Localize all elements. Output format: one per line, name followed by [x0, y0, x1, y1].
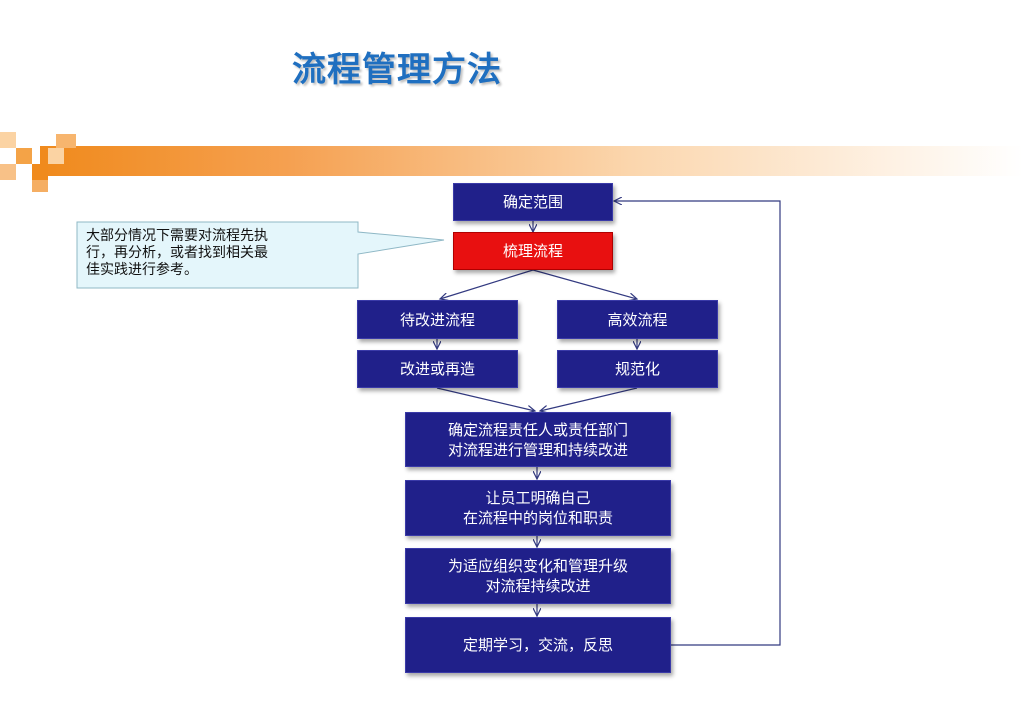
header-banner: [40, 146, 1023, 176]
node-efficient: 高效流程: [557, 300, 718, 339]
decor-square: [32, 164, 48, 180]
node-learn: 定期学习，交流，反思: [405, 617, 671, 673]
page-title: 流程管理方法: [292, 50, 502, 90]
node-scope: 确定范围: [453, 183, 613, 221]
decor-square: [56, 134, 76, 148]
node-adapt: 为适应组织变化和管理升级 对流程持续改进: [405, 548, 671, 604]
callout-bubble: [76, 221, 445, 289]
node-sort-process: 梳理流程: [453, 232, 613, 270]
decor-square: [16, 148, 32, 164]
node-standardize: 规范化: [557, 350, 718, 388]
node-owner: 确定流程责任人或责任部门 对流程进行管理和持续改进: [405, 412, 671, 467]
decor-square: [0, 164, 16, 180]
node-improve-reengineer: 改进或再造: [357, 350, 518, 388]
decor-square: [32, 180, 48, 192]
node-to-improve: 待改进流程: [357, 300, 518, 339]
callout-text: 大部分情况下需要对流程先执 行，再分析，或者找到相关最 佳实践进行参考。: [86, 228, 268, 278]
decor-square: [48, 148, 64, 164]
decor-square: [0, 132, 16, 148]
node-staff-roles: 让员工明确自己 在流程中的岗位和职责: [405, 480, 671, 536]
